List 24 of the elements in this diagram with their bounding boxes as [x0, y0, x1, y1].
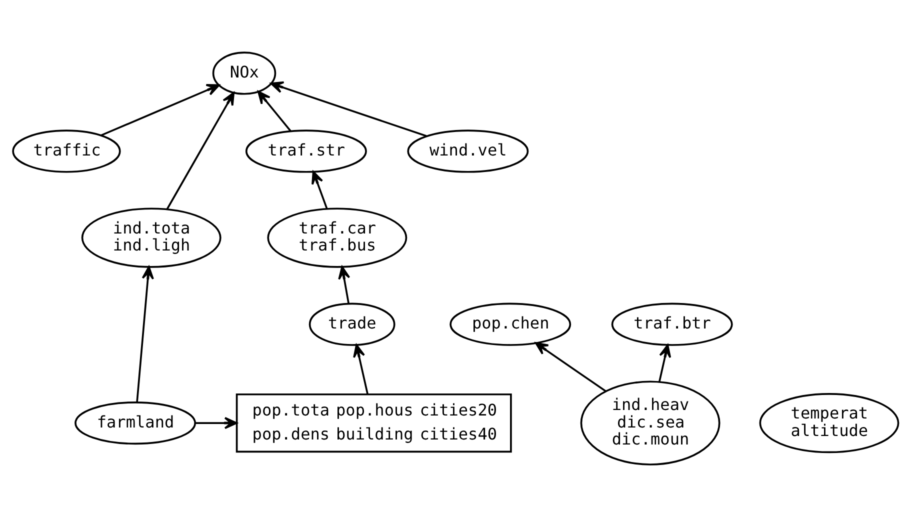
- node-ellipse: temperat altitude: [759, 392, 900, 453]
- arrow: [534, 342, 606, 392]
- node-ellipse: traf.car traf.bus: [267, 207, 408, 268]
- node-ellipse: traffic: [12, 129, 121, 172]
- node-ellipse: NOx: [212, 51, 276, 94]
- node-ellipse: ind.tota ind.ligh: [81, 207, 222, 268]
- node-ellipse: pop.chen: [450, 302, 572, 346]
- node-ellipse: ind.heav dic.sea dic.moun: [580, 380, 720, 465]
- arrow: [353, 344, 368, 394]
- arrow: [136, 266, 154, 402]
- node-ellipse: traf.btr: [611, 302, 733, 346]
- arrow: [257, 90, 292, 132]
- arrow: [312, 170, 328, 208]
- node-box: pop.tota pop.hous cities20 pop.dens building cities40: [236, 392, 512, 452]
- arrow: [166, 92, 235, 210]
- node-ellipse: farmland: [74, 400, 196, 444]
- arrow: [338, 266, 350, 304]
- arrow: [195, 416, 238, 429]
- arrow: [270, 80, 427, 136]
- arrow: [658, 344, 672, 382]
- arrow: [100, 84, 220, 136]
- node-ellipse: wind.vel: [407, 129, 529, 172]
- node-ellipse: traf.str: [245, 129, 367, 172]
- node-ellipse: trade: [308, 302, 396, 346]
